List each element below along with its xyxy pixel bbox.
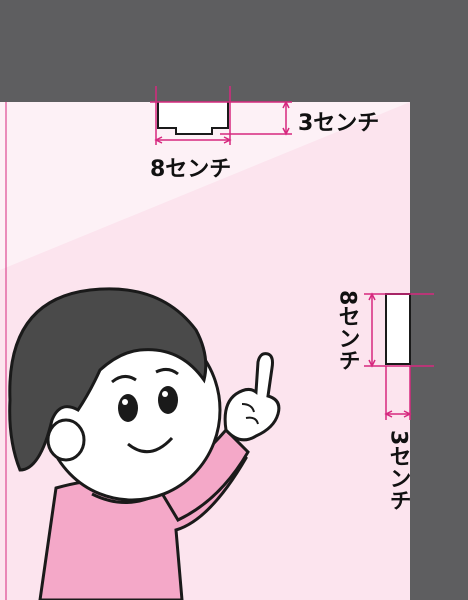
ceiling-height-label: 3センチ <box>298 111 379 136</box>
wall-height-label: 8センチ <box>335 290 360 371</box>
eyebrow-left <box>111 375 137 384</box>
ceiling-width-label: 8センチ <box>150 157 231 182</box>
eyebrow-right <box>155 367 179 376</box>
eye-left <box>118 394 138 422</box>
wall-depth-label: 3センチ <box>386 430 411 511</box>
pointing-hand-icon <box>223 352 281 442</box>
wall-fixture <box>385 293 411 365</box>
right-wall <box>410 0 468 600</box>
mouth <box>127 436 174 454</box>
ceiling-fixture <box>157 102 229 135</box>
ear <box>46 418 86 462</box>
ceiling-wall <box>0 0 468 102</box>
boy-figure <box>8 287 281 600</box>
wall-dimension-lines <box>364 292 434 420</box>
light-beam <box>0 102 410 600</box>
ceiling-dimension-lines <box>150 86 292 145</box>
eye-right <box>158 386 178 414</box>
hair <box>8 287 208 472</box>
